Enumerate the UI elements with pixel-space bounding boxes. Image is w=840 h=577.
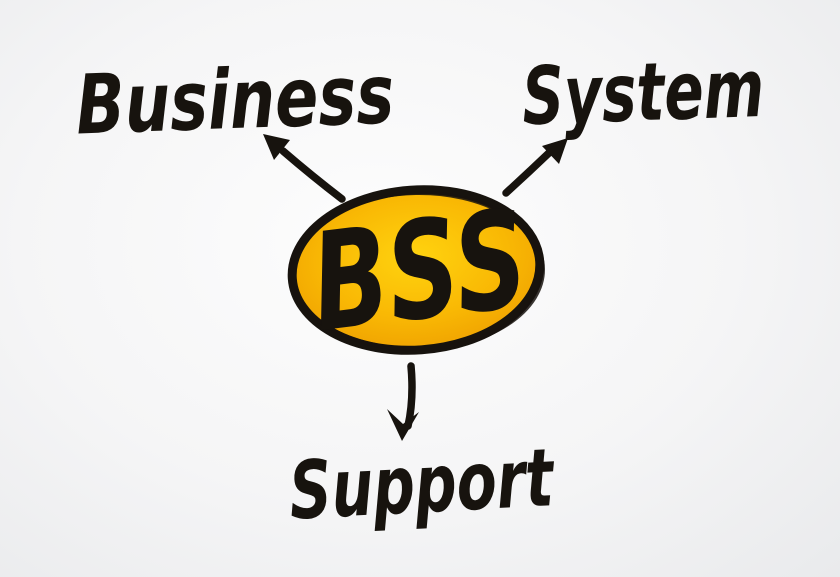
- arrow-to-business-head-icon: [263, 134, 290, 160]
- arrow-to-support: [387, 362, 419, 441]
- arrow-to-business: [263, 134, 346, 203]
- arrow-to-system: [502, 138, 568, 197]
- arrow-to-system-head-icon: [542, 138, 568, 164]
- central-node-label: BSS: [304, 180, 536, 362]
- central-oval-sketch-stroke: [289, 190, 545, 352]
- node-label-system: System: [521, 42, 766, 143]
- arrow-to-support-head-icon: [387, 409, 419, 441]
- node-label-support: Support: [287, 431, 558, 538]
- arrow-to-system-shaft: [502, 147, 555, 197]
- node-label-business: Business: [74, 47, 395, 153]
- arrow-to-business-shaft: [279, 147, 346, 203]
- arrow-to-support-shaft: [404, 362, 416, 430]
- central-node: BSS: [287, 180, 545, 362]
